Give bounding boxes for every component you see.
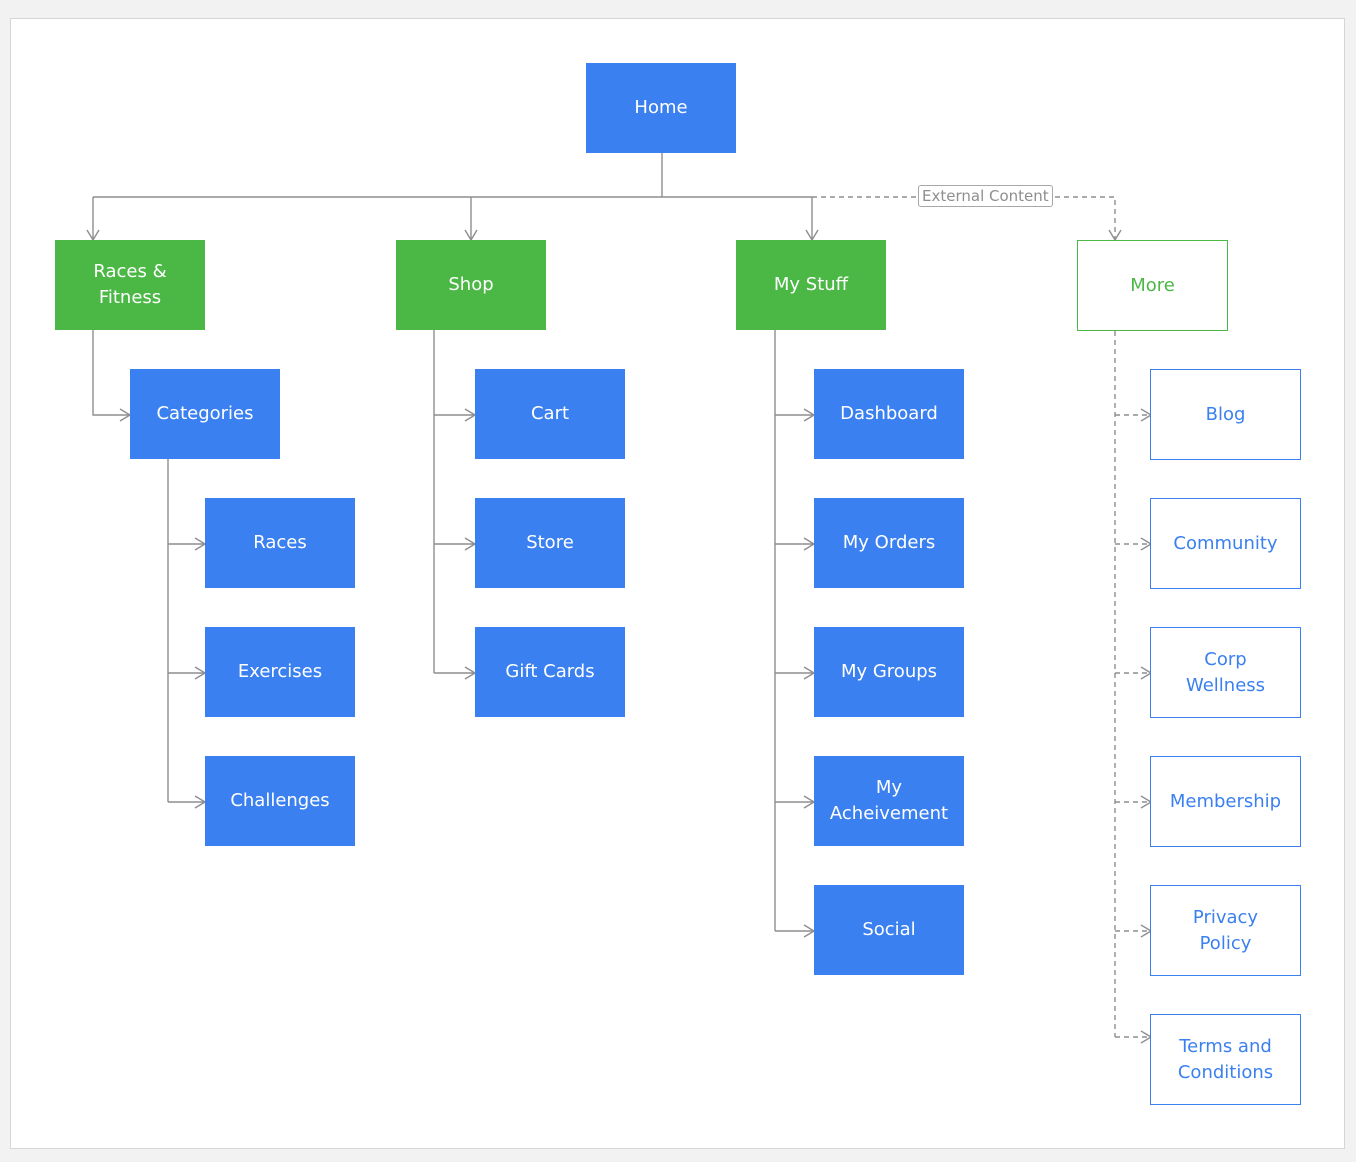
external-content-label: External Content [918, 185, 1053, 207]
node-home[interactable]: Home [586, 63, 736, 153]
node-more[interactable]: More [1077, 240, 1228, 331]
node-home-label: Home [634, 97, 688, 118]
node-blog[interactable]: Blog [1150, 369, 1301, 460]
node-community[interactable]: Community [1150, 498, 1301, 589]
node-cart-label: Cart [530, 403, 570, 424]
node-shop[interactable]: Shop [396, 240, 546, 330]
node-dashboard[interactable]: Dashboard [814, 369, 964, 459]
node-my-orders-label: My Orders [842, 532, 936, 553]
connector-home-more-dashed [812, 196, 1115, 240]
node-store[interactable]: Store [475, 498, 625, 588]
node-races-label: Races [253, 532, 307, 553]
node-challenges-label: Challenges [230, 790, 330, 811]
node-challenges[interactable]: Challenges [205, 756, 355, 846]
node-membership-label: Membership [1169, 790, 1282, 812]
node-my-stuff[interactable]: My Stuff [736, 240, 886, 330]
node-my-groups[interactable]: My Groups [814, 627, 964, 717]
node-social[interactable]: Social [814, 885, 964, 975]
node-my-stuff-label: My Stuff [773, 274, 849, 295]
node-blog-label: Blog [1205, 403, 1246, 425]
node-my-groups-label: My Groups [840, 661, 938, 682]
node-social-label: Social [862, 919, 916, 940]
node-community-label: Community [1173, 532, 1278, 554]
node-gift-cards-label: Gift Cards [505, 661, 595, 682]
node-categories-label: Categories [156, 403, 254, 424]
node-races[interactable]: Races [205, 498, 355, 588]
node-exercises[interactable]: Exercises [205, 627, 355, 717]
node-more-label: More [1130, 274, 1175, 296]
node-gift-cards[interactable]: Gift Cards [475, 627, 625, 717]
node-races-fitness[interactable]: Races &Fitness [55, 240, 205, 330]
node-exercises-label: Exercises [237, 661, 323, 682]
node-membership[interactable]: Membership [1150, 756, 1301, 847]
node-store-label: Store [526, 532, 574, 553]
node-shop-label: Shop [448, 274, 494, 295]
node-my-orders[interactable]: My Orders [814, 498, 964, 588]
connector-races-fitness-categories [92, 330, 130, 415]
node-categories[interactable]: Categories [130, 369, 280, 459]
node-dashboard-label: Dashboard [840, 403, 938, 424]
node-races-fitness-label: Races &Fitness [93, 261, 167, 308]
node-cart[interactable]: Cart [475, 369, 625, 459]
